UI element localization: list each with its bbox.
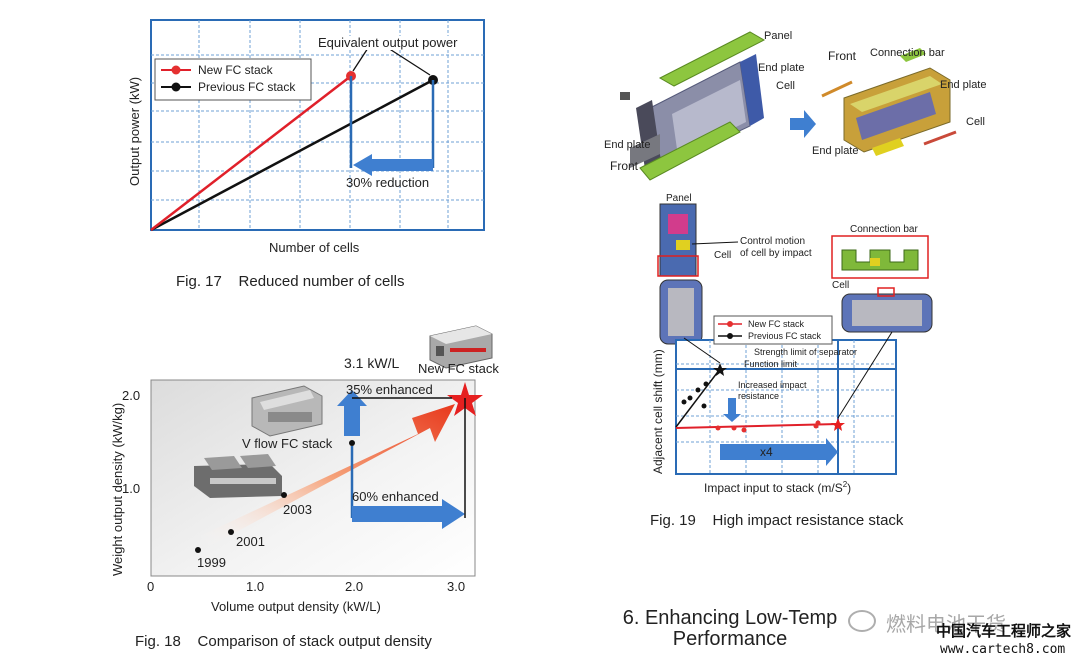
fig18-annot-60: 60% enhanced (352, 489, 439, 504)
fig17-reduction-arrow (349, 76, 435, 176)
fig19-cell-stack-detail (841, 287, 933, 333)
fig19-mid-connection-bar: Connection bar (850, 224, 918, 235)
fig18-label-2001: 2001 (236, 534, 265, 549)
fig19-x4: x4 (760, 445, 773, 459)
fig17-equiv-arrows (352, 47, 431, 76)
fig19-connection-bar-detail (831, 235, 929, 279)
fig18-growth-arrow (200, 404, 455, 546)
fig18-label-new: New FC stack (418, 361, 499, 376)
fig17-legend-previous: Previous FC stack (198, 80, 296, 94)
watermark-url: www.cartech8.com (940, 642, 1066, 657)
section-heading: 6. Enhancing Low-Temp Performance (600, 608, 860, 650)
fig18-stack-image-vflow (251, 385, 323, 437)
fig19-legend-previous: Previous FC stack (748, 331, 822, 341)
fig18-chart: 2.0 1.0 0 1.0 2.0 3.0 Volume output dens… (110, 325, 499, 614)
fig18-point-2001 (228, 529, 234, 535)
fig18-label-2003: 2003 (283, 502, 312, 517)
fig18-ytick-1: 1.0 (122, 481, 140, 496)
fig17-legend-new: New FC stack (198, 63, 274, 77)
fig18-xtick-1: 1.0 (246, 579, 264, 594)
fig18-ytick-2: 2.0 (122, 388, 140, 403)
fig19-down-arrow (723, 398, 741, 422)
fig18-point-1999 (195, 547, 201, 553)
fig18-xtick-3: 3.0 (447, 579, 465, 594)
fig19-exploded-stack (620, 31, 766, 181)
fig17-previous-line (150, 78, 434, 232)
fig19-panel-detail (657, 203, 703, 345)
fig17-annot-reduction: 30% reduction (346, 175, 429, 190)
fig19-mid-cell-a: Cell (714, 250, 731, 261)
fig19-increased-2: resistance (738, 391, 779, 401)
fig19-xlabel: Impact input to stack (m/S2) (704, 480, 851, 495)
fig19-ylabel: Adjacent cell shift (mm) (651, 349, 665, 474)
fig19-label-panel: Panel (764, 30, 792, 42)
section-heading-line2: Performance (672, 628, 788, 650)
fig19-label-front-b: Front (828, 49, 857, 63)
fig19-legend-new: New FC stack (748, 319, 805, 329)
fig18-annot-31: 3.1 kW/L (344, 355, 399, 371)
fig19-label-endplate-d: End plate (812, 145, 858, 157)
fig19-mid-control-2: of cell by impact (740, 248, 812, 259)
fig19-function-limit: Function limit (744, 359, 798, 369)
fig18-point-2003 (281, 492, 287, 498)
fig19-label-connection-bar-a: Connection bar (870, 47, 945, 59)
fig19-increased-1: Increased impact (738, 380, 807, 390)
fig19-mid-panel: Panel (666, 193, 692, 204)
fig18-point-vflow (349, 440, 355, 446)
fig19-blue-arrow (790, 110, 816, 138)
watermark: 燃料电池干货 中国汽车工程师之家 www.cartech8.com (842, 604, 1078, 664)
watermark-wechat-text: 燃料电池干货 (886, 614, 1006, 636)
section-heading-line1: 6. Enhancing Low-Temp (622, 607, 838, 629)
fig17-new-line (150, 75, 352, 231)
fig19-assembled-stack (821, 48, 957, 156)
fig19-x4-arrow (720, 438, 838, 466)
fig19-strength-limit: Strength limit of separator (754, 347, 857, 357)
fig19-figure: Panel End plate Cell End plate Front Fro… (604, 30, 986, 495)
fig18-stack-image-2003 (194, 454, 282, 498)
fig18-label-vflow: V flow FC stack (242, 436, 333, 451)
fig19-grid (676, 340, 896, 474)
fig19-legend: New FC stack Previous FC stack (713, 315, 833, 345)
fig17-annot-equivalent: Equivalent output power (318, 35, 458, 50)
fig18-xlabel: Volume output density (kW/L) (211, 599, 381, 614)
fig17-legend: New FC stack Previous FC stack (154, 58, 312, 101)
fig17-ylabel: Output power (kW) (127, 77, 142, 186)
fig19-label-cell-a: Cell (776, 80, 795, 92)
fig19-label-front-a: Front (610, 159, 639, 173)
fig17-caption: Fig. 17 Reduced number of cells (176, 273, 405, 290)
fig19-caption: Fig. 19 High impact resistance stack (650, 512, 904, 529)
fig19-mid-cell-b: Cell (832, 280, 849, 291)
fig18-ylabel: Weight output density (kW/kg) (110, 403, 125, 576)
wechat-icon (848, 610, 876, 632)
fig19-label-endplate-b: End plate (604, 139, 650, 151)
fig19-label-endplate-a: End plate (758, 62, 804, 74)
fig19-label-cell-b: Cell (966, 116, 985, 128)
fig18-right-arrow (352, 397, 466, 529)
fig17-chart: New FC stack Previous FC stack Equivalen… (127, 19, 485, 255)
fig18-label-1999: 1999 (197, 555, 226, 570)
fig18-caption: Fig. 18 Comparison of stack output densi… (135, 633, 432, 650)
watermark-cn-text: 中国汽车工程师之家 (936, 623, 1072, 640)
fig17-xlabel: Number of cells (269, 240, 360, 255)
fig18-annot-35: 35% enhanced (346, 382, 433, 397)
fig18-xtick-2: 2.0 (345, 579, 363, 594)
fig18-xtick-0: 0 (147, 579, 154, 594)
fig19-mid-control-1: Control motion (740, 236, 805, 247)
fig19-label-endplate-c: End plate (940, 79, 986, 91)
fig18-stack-image-new (429, 325, 493, 369)
